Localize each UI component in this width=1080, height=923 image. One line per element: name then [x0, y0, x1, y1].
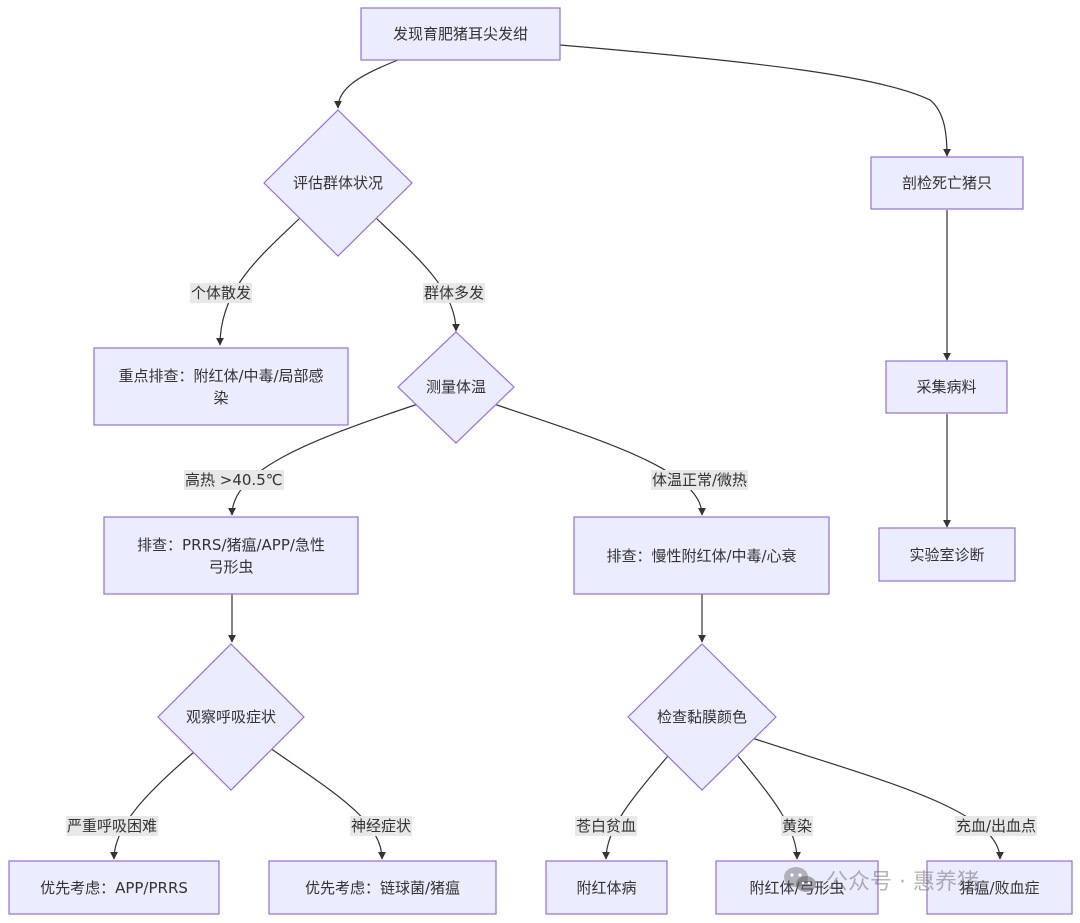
- watermark-text: 公众号 · 惠养猪: [826, 870, 979, 895]
- edge-label-normal-temp: 体温正常/微热: [651, 470, 749, 490]
- node-check-mucosa-diamond: [627, 643, 777, 791]
- node-collect-samples: 采集病料: [916, 378, 977, 396]
- edge-discover-to-assess: [334, 59, 399, 109]
- edge-label-high-fever: 高热 >40.5℃: [184, 470, 284, 490]
- node-check-individual: 重点排查：附红体/中毒/局部感染: [118, 366, 324, 407]
- node-observe-respiratory-diamond: [157, 643, 305, 791]
- node-check-individual-box: [93, 347, 349, 426]
- node-eperythrozoon-box: [545, 860, 668, 915]
- watermark: 公众号 · 惠养猪: [782, 862, 979, 898]
- edge-respiratory-to-strep-csf: [269, 747, 386, 860]
- node-check-high-fever-box: [103, 516, 359, 595]
- node-observe-respiratory: 观察呼吸症状: [185, 708, 276, 726]
- edge-label-group: 群体多发: [423, 283, 486, 303]
- node-assess-group-diamond: [263, 109, 413, 257]
- edge-measure-to-high-fever: [228, 403, 419, 516]
- edge-mucosa-to-epery-toxo: [737, 755, 801, 860]
- node-eperythrozoon: 附红体病: [576, 878, 637, 897]
- node-necropsy: 剖检死亡猪只: [901, 174, 992, 192]
- edge-label-jaundice: 黄染: [781, 816, 814, 836]
- node-lab-diagnosis-box: [878, 527, 1016, 582]
- node-check-high-fever: 排查：PRRS/猪瘟/APP/急性弓形虫: [137, 535, 325, 576]
- node-necropsy-box: [870, 156, 1024, 210]
- edge-measure-to-normal-temp: [493, 403, 706, 516]
- edge-label-severe-dyspnea: 严重呼吸困难: [66, 816, 159, 836]
- node-priority-app-prrs-box: [8, 860, 220, 915]
- node-discover: 发现育肥猪耳尖发绀: [392, 25, 528, 43]
- node-collect-samples-box: [885, 360, 1008, 414]
- node-csf-septicemia-box: [926, 860, 1073, 915]
- node-epery-toxo-box: [715, 860, 879, 915]
- node-assess-group: 评估群体状况: [292, 174, 383, 192]
- node-measure-temp: 测量体温: [425, 378, 486, 396]
- node-priority-strep-csf: 优先考虑：链球菌/猪瘟: [304, 878, 461, 897]
- node-discover-box: [360, 7, 561, 61]
- edge-label-individual: 个体散发: [190, 283, 253, 303]
- edge-respiratory-to-app-prrs: [110, 751, 195, 860]
- node-lab-diagnosis: 实验室诊断: [909, 545, 985, 564]
- node-measure-temp-diamond: [397, 331, 515, 444]
- edge-mucosa-to-csf-septicemia: [751, 737, 1004, 860]
- edge-discover-to-necropsy: [559, 44, 951, 157]
- node-priority-strep-csf-box: [268, 860, 497, 915]
- edge-label-neuro-symptoms: 神经症状: [350, 816, 413, 836]
- node-csf-septicemia: 猪瘟/败血症: [959, 878, 1040, 897]
- edge-label-congestion-bleeding: 充血/出血点: [955, 816, 1038, 836]
- node-check-normal-temp-box: [573, 516, 830, 595]
- wechat-icon: [784, 867, 816, 892]
- edge-assess-to-individual: [216, 217, 301, 346]
- node-check-mucosa: 检查黏膜颜色: [656, 708, 747, 726]
- node-priority-app-prrs: 优先考虑：APP/PRRS: [40, 878, 188, 897]
- edge-assess-to-measure-temp: [375, 217, 460, 332]
- edge-label-pale-anemia: 苍白贫血: [575, 816, 638, 836]
- node-epery-toxo: 附红体/弓形虫: [749, 878, 845, 897]
- node-check-normal-temp: 排查：慢性附红体/中毒/心衰: [606, 546, 797, 565]
- edge-mucosa-to-eperythrozoon: [602, 755, 669, 860]
